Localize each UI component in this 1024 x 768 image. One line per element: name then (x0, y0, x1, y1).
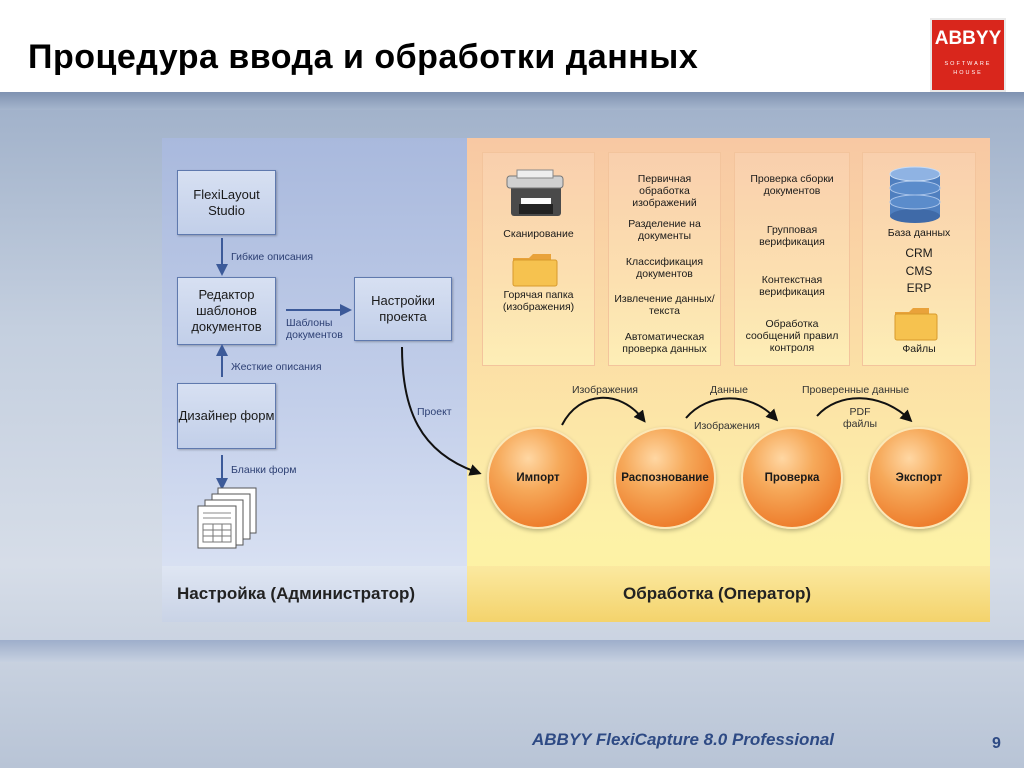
background-band-bottom (0, 640, 1024, 662)
auto-data-check-label: Автоматическая проверка данных (622, 331, 707, 355)
primary-image-processing-label: Первичная обработка изображений (632, 173, 697, 209)
page-number: 9 (992, 735, 1001, 752)
column-recognition-bg (608, 152, 721, 366)
pdf-files-flow-label: PDF файлы (842, 406, 878, 430)
form-designer-box: Дизайнер форм (177, 383, 276, 449)
document-splitting-label: Разделение на документы (628, 218, 701, 242)
document-templates-label: Шаблоны документов (286, 317, 343, 341)
footer-product-name: ABBYY FlexiCapture 8.0 Professional (532, 730, 835, 749)
hot-folder-icon (512, 254, 558, 287)
context-verification-label: Контекстная верификация (759, 274, 825, 298)
assembly-check-label: Проверка сборки документов (750, 173, 834, 197)
recognition-to-verification-data-arrow (685, 397, 779, 422)
cms-label: CMS (905, 264, 933, 278)
form-blanks-icon (197, 487, 257, 549)
scanner-icon (506, 169, 564, 216)
crm-label: CRM (905, 246, 933, 260)
verified-data-flow-label: Проверенные данные (802, 384, 910, 396)
document-classification-label: Классификация документов (625, 256, 704, 280)
logo-main-text: ABBYY (934, 28, 1002, 49)
data-extraction-label: Извлечение данных/текста (614, 293, 715, 317)
admin-section-label: Настройка (Администратор) (177, 584, 416, 603)
column-verification-bg (734, 152, 850, 366)
slide-title: Процедура ввода и обработки данных (28, 38, 699, 76)
group-verification-label: Групповая верификация (759, 224, 825, 248)
background-band-top (0, 92, 1024, 110)
project-settings-box: Настройки проекта (354, 277, 452, 341)
project-to-import-arrow (401, 346, 482, 476)
hot-folder-label: Горячая папка (изображения) (502, 289, 575, 313)
verification-stage: Проверка (741, 427, 843, 529)
flexible-descriptions-label: Гибкие описания (231, 251, 314, 263)
abbyy-logo: ABBYY SOFTWARE HOUSE (930, 18, 1006, 92)
admin-label-bar (162, 566, 467, 622)
images-flow-label-bottom: Изображения (694, 420, 760, 432)
export-stage: Экспорт (868, 427, 970, 529)
files-folder-icon (894, 308, 938, 341)
logo-sub-text: SOFTWARE HOUSE (944, 61, 992, 76)
erp-label: ERP (906, 281, 932, 295)
rule-messages-label: Обработка сообщений правил контроля (745, 318, 839, 354)
files-label: Файлы (902, 343, 936, 355)
rigid-descriptions-label: Жесткие описания (231, 361, 322, 373)
form-blanks-label: Бланки форм (231, 464, 297, 476)
import-to-recognition-arrow (561, 396, 646, 426)
project-label: Проект (417, 406, 452, 418)
images-flow-label-top: Изображения (572, 384, 638, 396)
database-icon (889, 166, 941, 223)
scanning-label: Сканирование (503, 228, 574, 240)
database-label: База данных (887, 227, 951, 239)
data-flow-label: Данные (710, 384, 748, 396)
operator-label-bar (467, 566, 990, 622)
recognition-stage: Распознование (614, 427, 716, 529)
flexilayout-studio-box: FlexiLayout Studio (177, 170, 276, 235)
import-stage: Импорт (487, 427, 589, 529)
operator-section-label: Обработка (Оператор) (623, 584, 812, 603)
verification-to-export-arrow (816, 397, 913, 423)
